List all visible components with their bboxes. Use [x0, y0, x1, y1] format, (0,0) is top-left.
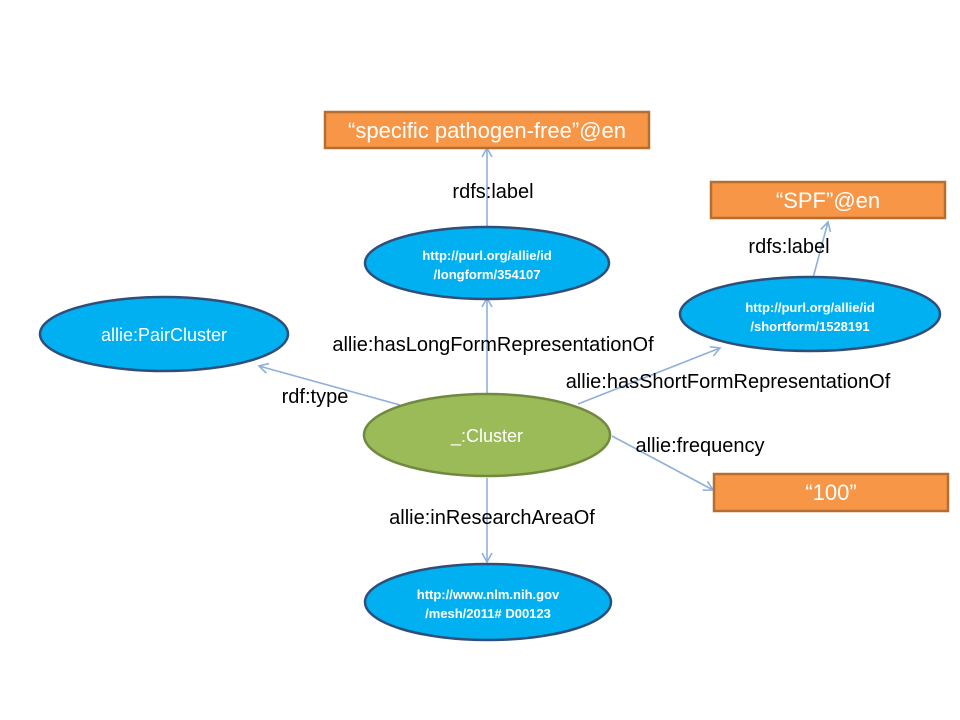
edge-label-longform-rdfs-label: rdfs:label	[452, 181, 533, 203]
node-shortform: http://purl.org/allie/id /shortform/1528…	[678, 275, 942, 353]
node-pair-cluster-label: allie:PairCluster	[101, 325, 227, 345]
edge-has-short-form	[577, 345, 722, 405]
node-shortform-line1: http://purl.org/allie/id	[745, 300, 874, 315]
edge-label-shortform-rdfs-label: rdfs:label	[748, 236, 829, 258]
node-longform-line2: /longform/354107	[434, 267, 541, 282]
literal-longform-label-text: “specific pathogen-free”@en	[348, 118, 626, 143]
edge-rdf-type	[257, 362, 401, 406]
edge-label-frequency: allie:frequency	[636, 435, 765, 457]
literal-shortform-label: “SPF”@en	[709, 180, 947, 220]
node-pair-cluster: allie:PairCluster	[38, 295, 290, 373]
node-longform-line1: http://purl.org/allie/id	[422, 248, 551, 263]
literal-frequency-value-text: “100”	[805, 480, 856, 505]
edge-frequency	[611, 435, 715, 491]
node-mesh-line2: /mesh/2011# D00123	[425, 606, 551, 621]
node-cluster: _:Cluster	[362, 392, 612, 478]
node-mesh: http://www.nlm.nih.gov /mesh/2011# D0012…	[363, 562, 613, 642]
edge-shortform-label	[812, 220, 832, 279]
edge-label-rdf-type: rdf:type	[282, 386, 349, 408]
edge-label-research-area: allie:inResearchAreaOf	[389, 507, 595, 529]
node-cluster-label: _:Cluster	[450, 426, 523, 447]
node-longform: http://purl.org/allie/id /longform/35410…	[363, 225, 611, 301]
node-shortform-line2: /shortform/1528191	[750, 319, 869, 334]
node-mesh-line1: http://www.nlm.nih.gov	[417, 587, 560, 602]
edge-label-has-short-form: allie:hasShortFormRepresentationOf	[566, 371, 891, 393]
edge-label-has-long-form: allie:hasLongFormRepresentationOf	[332, 334, 654, 356]
literal-shortform-label-text: “SPF”@en	[776, 188, 880, 213]
literal-longform-label: “specific pathogen-free”@en	[323, 110, 651, 150]
literal-frequency-value: “100”	[712, 472, 950, 513]
